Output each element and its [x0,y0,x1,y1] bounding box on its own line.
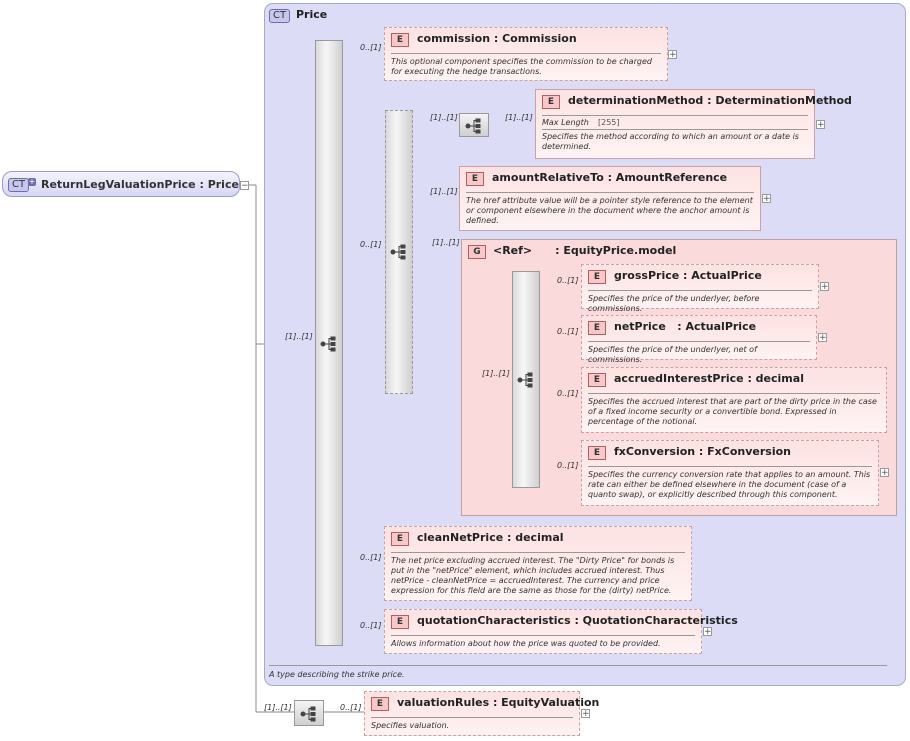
expand-toggle[interactable]: + [762,194,771,204]
element-commission[interactable]: E commission : Commission This optional … [384,27,668,81]
element-divider [588,393,880,394]
multiplicity-label: 0..[1] [360,43,382,52]
price-documentation: A type describing the strike price. [269,670,405,679]
element-badge: E [588,446,606,460]
element-divider [391,53,661,54]
element-name: grossPrice : ActualPrice [614,269,762,282]
element-divider [588,466,872,467]
expand-toggle[interactable]: + [818,333,827,343]
element-name: cleanNetPrice : decimal [417,531,564,544]
element-name: accruedInterestPrice : decimal [614,372,804,385]
element-name: determinationMethod : DeterminationMetho… [568,94,852,107]
multiplicity-label: 0..[1] [340,703,362,712]
element-badge: E [588,373,606,387]
multiplicity-label: [1]..[1] [482,369,510,378]
sequence-icon [320,335,338,353]
complex-type-badge: CT [269,9,291,23]
element-documentation: Specifies the price of the underlyer, ne… [588,345,757,364]
element-divider [371,717,573,718]
facet-label: Max Length [542,118,589,127]
expand-toggle[interactable]: + [668,50,677,60]
multiplicity-label: [1]..[1] [430,113,458,122]
element-documentation: Specifies the method according to which … [542,132,799,151]
group-badge: G [468,245,486,259]
element-badge: E [391,33,409,47]
element-documentation: Specifies valuation. [371,721,450,730]
sequence-icon [517,371,535,389]
multiplicity-label: [1]..[1] [505,113,533,122]
expand-toggle[interactable]: + [820,282,829,292]
complex-type-badge: CT [8,178,30,192]
element-name: commission : Commission [417,32,577,45]
element-valuation-rules[interactable]: E valuationRules : EquityValuation Speci… [364,691,599,736]
element-badge: E [588,270,606,284]
element-divider [588,290,812,291]
choice-icon [390,243,408,261]
element-documentation: Allows information about how the price w… [391,639,661,648]
multiplicity-label: 0..[1] [557,276,579,285]
sequence-compositor[interactable] [294,700,324,726]
expand-toggle[interactable]: + [703,627,712,637]
expand-toggle[interactable]: + [880,468,889,478]
element-documentation: Specifies the currency conversion rate t… [588,470,871,499]
expand-toggle[interactable]: + [816,120,825,130]
facet-value: [255] [598,118,620,127]
multiplicity-label: 0..[1] [360,240,382,249]
element-documentation: Specifies the accrued interest that are … [588,397,877,426]
root-type-label: ReturnLegValuationPrice : Price [41,178,239,191]
attribute-plus-icon: + [28,177,36,186]
element-quotation-characteristics[interactable]: E quotationCharacteristics : QuotationCh… [384,609,738,654]
element-divider [391,635,695,636]
element-name: netPrice : ActualPrice [614,320,757,333]
multiplicity-label: 0..[1] [557,461,579,470]
element-gross-price[interactable]: E grossPrice : ActualPrice Specifies the… [581,264,819,313]
element-badge: E [588,321,606,335]
element-badge: E [542,95,560,109]
multiplicity-label: 0..[1] [360,553,382,562]
collapse-toggle[interactable]: − [240,181,249,191]
element-badge: E [371,697,389,711]
element-divider [542,129,808,130]
element-name: fxConversion : FxConversion [614,445,791,458]
element-documentation: The net price excluding accrued interest… [391,556,675,595]
root-complex-type[interactable]: CT + ReturnLegValuationPrice : Price [2,171,240,197]
price-doc-divider [269,665,887,666]
element-name: valuationRules : EquityValuation [397,696,600,709]
element-documentation: This optional component specifies the co… [391,57,652,76]
sequence-icon [300,705,318,723]
multiplicity-label: [1]..[1] [432,238,460,247]
expand-toggle[interactable]: + [581,709,590,719]
element-accrued-interest-price[interactable]: E accruedInterestPrice : decimal Specifi… [581,367,887,433]
element-net-price[interactable]: E netPrice : ActualPrice Specifies the p… [581,315,817,364]
element-documentation: Specifies the price of the underlyer, be… [588,294,760,313]
element-badge: E [391,615,409,629]
sequence-compositor[interactable] [459,113,489,137]
element-name: amountRelativeTo : AmountReference [492,171,728,184]
element-clean-net-price[interactable]: E cleanNetPrice : decimal The net price … [384,526,692,601]
complex-type-title: Price [296,8,328,21]
element-name: quotationCharacteristics : QuotationChar… [417,614,738,627]
element-divider [466,192,754,193]
element-divider [542,115,808,116]
multiplicity-label: [1]..[1] [264,703,292,712]
element-amount-relative-to[interactable]: E amountRelativeTo : AmountReference The… [459,166,761,231]
multiplicity-label: [1]..[1] [285,332,313,341]
element-determination-method[interactable]: E determinationMethod : DeterminationMet… [535,89,852,159]
element-documentation: The href attribute value will be a point… [466,196,753,225]
element-badge: E [466,172,484,186]
element-badge: E [391,532,409,546]
element-divider [391,552,685,553]
multiplicity-label: 0..[1] [360,621,382,630]
element-divider [588,341,810,342]
multiplicity-label: 0..[1] [557,327,579,336]
element-fx-conversion[interactable]: E fxConversion : FxConversion Specifies … [581,440,879,506]
multiplicity-label: 0..[1] [557,389,579,398]
multiplicity-label: [1]..[1] [430,187,458,196]
group-label: <Ref> : EquityPrice.model [493,244,677,257]
sequence-icon [465,117,483,135]
